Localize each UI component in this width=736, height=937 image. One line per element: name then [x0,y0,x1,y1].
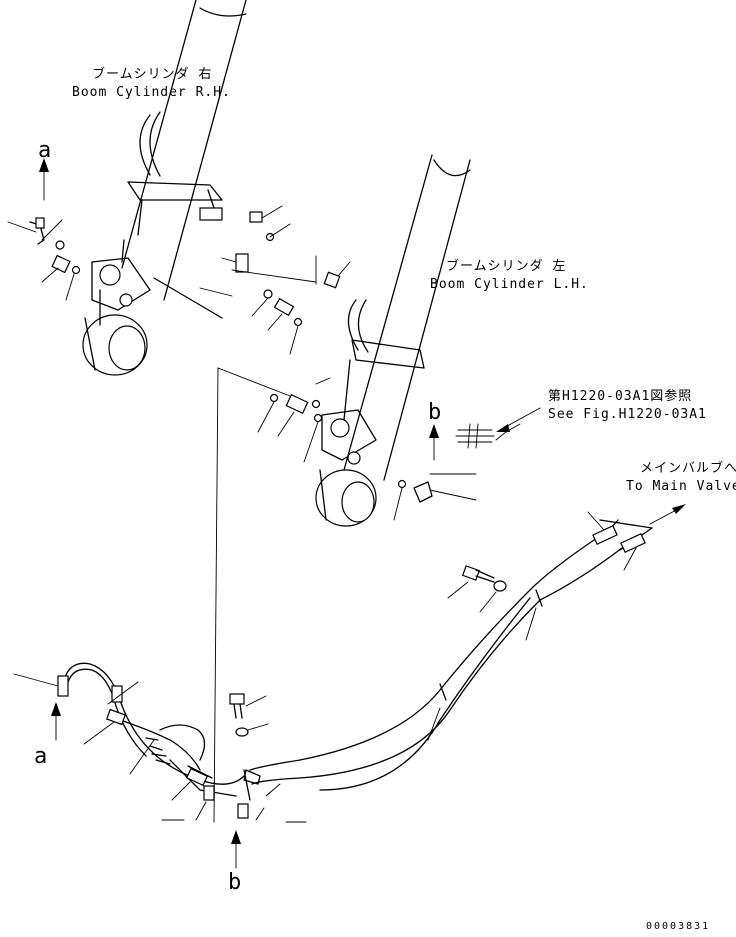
marker-b-top: b [428,400,442,425]
lh-fittings [257,377,477,521]
lower-hose-loop [13,662,307,823]
lower-markers [51,702,241,869]
leader-vertical [213,367,219,823]
drawing-code: 00003831 [646,921,711,932]
marker-a-top: a [38,138,52,163]
main-valve-hoses [529,504,686,601]
main-valve-label-jp: メインバルブへ [640,461,736,476]
reference-label-jp: 第H1220-03A1図参照 [548,389,693,404]
reference-clamp-symbol [455,407,541,449]
boom-cylinder-rh-label-en: Boom Cylinder R.H. [72,85,231,100]
bolt-washer-upper [447,565,507,613]
marker-b-bottom: b [228,870,242,895]
leader-diag [217,367,291,397]
bolt-washer-lower [229,693,269,737]
long-hoses [249,589,543,791]
marker-a-bottom: a [34,744,48,769]
boom-cylinder-rh [82,0,247,376]
boom-cylinder-rh-label-jp: ブームシリンダ 右 [92,67,213,82]
boom-cylinder-lh-label-en: Boom Cylinder L.H. [430,277,589,292]
boom-cylinder-lh [315,154,471,527]
boom-cylinder-lh-label-jp: ブームシリンダ 左 [446,259,567,274]
main-valve-label-en: To Main Valve [626,479,736,494]
rh-fittings [7,158,351,355]
reference-label-en: See Fig.H1220-03A1 [548,407,707,422]
